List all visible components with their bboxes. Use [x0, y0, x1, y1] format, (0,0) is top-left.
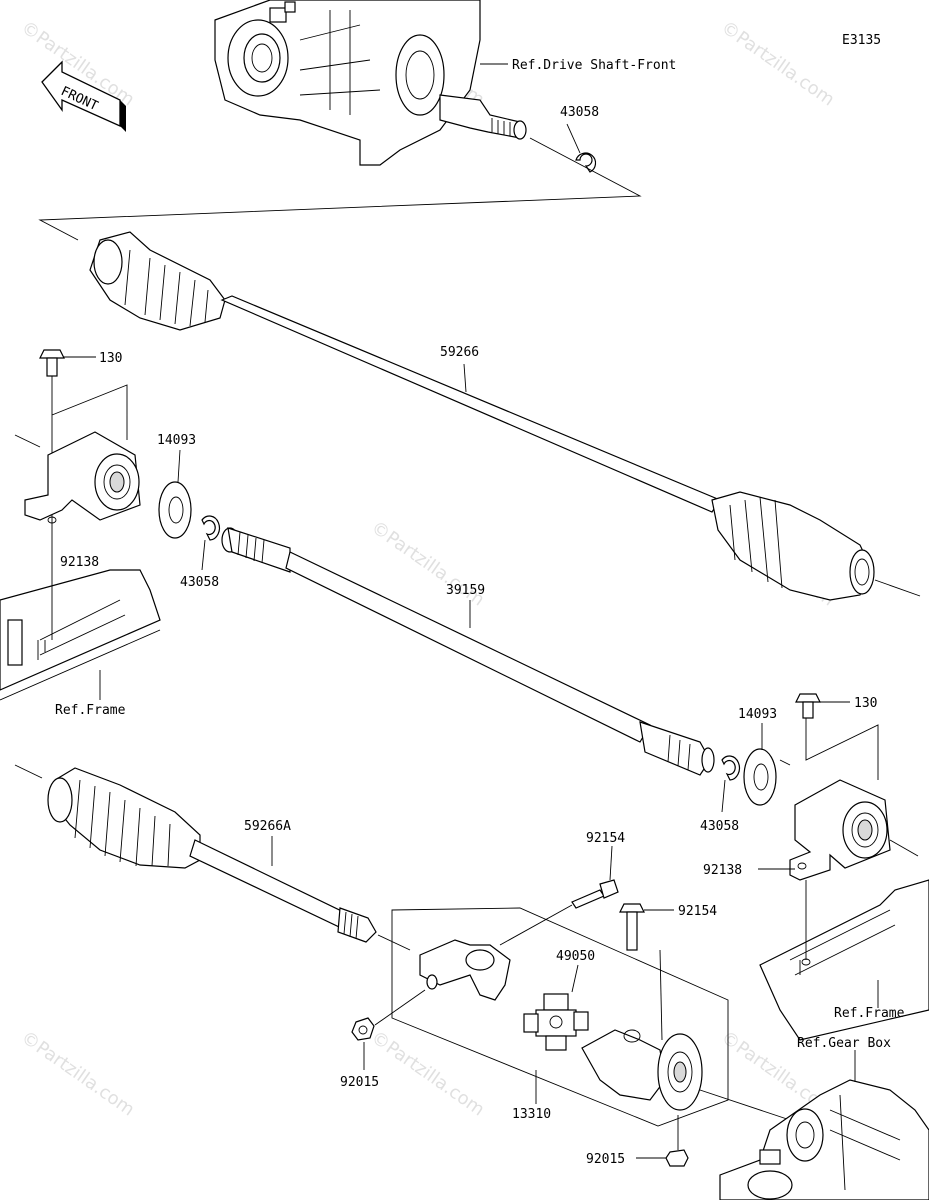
part-label-92015: 92015 — [586, 1152, 625, 1167]
bolt-icon — [571, 879, 619, 909]
frame-left-icon — [0, 569, 161, 701]
leader-line — [609, 845, 613, 881]
bolt-icon — [619, 903, 645, 951]
part-label-92154: 92154 — [586, 831, 625, 846]
axis-line — [699, 1089, 791, 1121]
leader-line — [463, 363, 467, 393]
axis-line — [14, 764, 43, 779]
leader-line — [571, 964, 579, 993]
explosion-line — [779, 718, 879, 780]
ref-frame-right: Ref.Frame — [834, 1006, 905, 1021]
part-label-43058: 43058 — [180, 575, 219, 590]
part-label-43058: 43058 — [700, 819, 739, 834]
part-label-43058: 43058 — [560, 105, 599, 120]
part-label-130: 130 — [99, 351, 122, 366]
ref-drive-shaft-front: Ref.Drive Shaft-Front — [512, 58, 676, 73]
part-label-13310: 13310 — [512, 1107, 551, 1122]
carrier-bearing-icon — [789, 779, 891, 881]
flange-yoke-icon — [581, 1029, 703, 1111]
part-label-130: 130 — [854, 696, 877, 711]
part-label-14093: 14093 — [157, 433, 196, 448]
bolt-icon — [39, 349, 65, 377]
axis-line — [377, 934, 411, 951]
washer-icon — [743, 748, 777, 806]
leader-line — [566, 123, 581, 154]
bolt-icon — [795, 693, 821, 719]
snap-ring-icon — [721, 755, 740, 781]
axis-line — [874, 579, 921, 597]
front-gear-case-icon — [214, 0, 527, 166]
part-label-14093: 14093 — [738, 707, 777, 722]
part-label-59266: 59266 — [440, 345, 479, 360]
ref-gear-box: Ref.Gear Box — [797, 1036, 891, 1051]
carrier-bearing-icon — [24, 431, 141, 524]
cv-axle-shaft-59266-icon — [89, 231, 875, 601]
snap-ring-icon — [575, 152, 597, 173]
watermark: ©Partzilla.com — [717, 17, 838, 111]
part-label-49050: 49050 — [556, 949, 595, 964]
watermark: ©Partzilla.com — [17, 1027, 138, 1121]
diagram-code: E3135 — [842, 33, 881, 48]
part-label-92138: 92138 — [60, 555, 99, 570]
watermark: ©Partzilla.com — [367, 1027, 488, 1121]
leader-line — [201, 539, 206, 571]
nut-icon — [351, 1017, 375, 1041]
part-label-92154: 92154 — [678, 904, 717, 919]
axis-line — [499, 904, 573, 946]
snap-ring-icon — [201, 515, 220, 541]
part-label-92015: 92015 — [340, 1075, 379, 1090]
explosion-line — [38, 137, 642, 241]
ref-frame-left: Ref.Frame — [55, 703, 126, 718]
yoke-icon — [419, 939, 511, 1001]
nut-icon — [665, 1149, 689, 1167]
axis-line — [374, 989, 426, 1026]
axis-line — [889, 839, 919, 857]
part-label-39159: 39159 — [446, 583, 485, 598]
propeller-shaft-39159-icon — [221, 527, 715, 776]
leader-line — [721, 779, 726, 813]
part-label-59266A: 59266A — [244, 819, 291, 834]
frame-right-icon — [759, 879, 929, 1041]
assembly-outline — [391, 907, 729, 1127]
axis-line — [659, 949, 663, 1041]
washer-icon — [158, 481, 192, 539]
part-label-92138: 92138 — [703, 863, 742, 878]
universal-joint-icon — [523, 993, 589, 1051]
cv-axle-shaft-59266A-icon — [47, 767, 377, 943]
leader-line — [177, 449, 181, 483]
gear-box-icon — [719, 1079, 929, 1200]
